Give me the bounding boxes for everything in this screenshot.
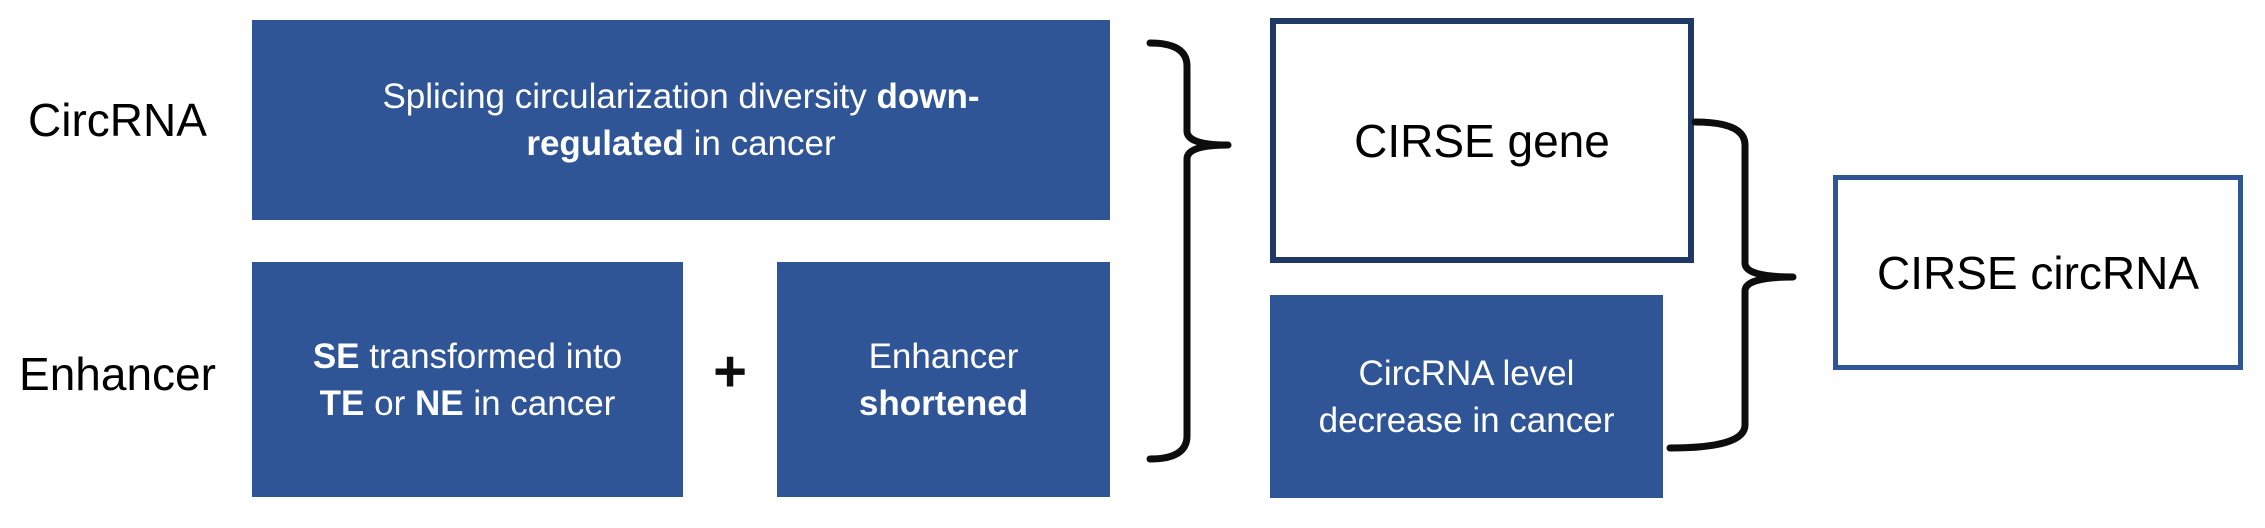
box-cirse-gene: CIRSE gene bbox=[1270, 18, 1694, 263]
text-segment: or bbox=[364, 383, 415, 423]
text-segment: in cancer bbox=[463, 383, 616, 423]
cirse-circrna-label: CIRSE circRNA bbox=[1876, 246, 2200, 299]
box-enhancer-shortened: Enhancer shortened bbox=[777, 262, 1110, 497]
text-segment: in cancer bbox=[683, 124, 836, 163]
text-segment: Splicing circularization diversity bbox=[382, 77, 877, 116]
text-segment-bold: down- bbox=[876, 77, 980, 116]
text-segment: transformed into bbox=[359, 336, 623, 376]
text-segment-bold: TE bbox=[319, 383, 365, 423]
text-segment: Enhancer bbox=[868, 336, 1019, 376]
box-splicing-diversity: Splicing circularization diversity down-… bbox=[252, 20, 1110, 220]
text-segment-bold: shortened bbox=[858, 383, 1029, 423]
box-text-line: TE or NE in cancer bbox=[320, 380, 616, 427]
text-segment: CircRNA level bbox=[1358, 353, 1575, 393]
plus-sign: + bbox=[713, 339, 747, 404]
text-segment: decrease in cancer bbox=[1318, 400, 1615, 440]
box-circrna-level: CircRNA level decrease in cancer bbox=[1270, 295, 1663, 498]
row-label-enhancer: Enhancer bbox=[19, 348, 216, 400]
box-text-line: decrease in cancer bbox=[1319, 397, 1615, 444]
left-curly-brace-icon bbox=[1146, 39, 1232, 463]
box-text-line: shortened bbox=[859, 380, 1028, 427]
cirse-gene-label: CIRSE gene bbox=[1354, 114, 1610, 167]
box-text-line: regulated in cancer bbox=[526, 120, 835, 167]
text-segment-bold: NE bbox=[414, 383, 464, 423]
text-segment-bold: SE bbox=[312, 336, 360, 376]
right-curly-brace-icon bbox=[1666, 118, 1797, 452]
box-text-line: Splicing circularization diversity down- bbox=[382, 73, 979, 120]
box-text-line: CircRNA level bbox=[1359, 350, 1575, 397]
box-se-transformed: SE transformed into TE or NE in cancer bbox=[252, 262, 683, 497]
box-text-line: SE transformed into bbox=[313, 333, 622, 380]
text-segment-bold: regulated bbox=[526, 124, 684, 163]
row-label-circrna: CircRNA bbox=[28, 94, 207, 146]
box-cirse-circrna: CIRSE circRNA bbox=[1833, 175, 2243, 370]
box-text-line: Enhancer bbox=[869, 333, 1019, 380]
